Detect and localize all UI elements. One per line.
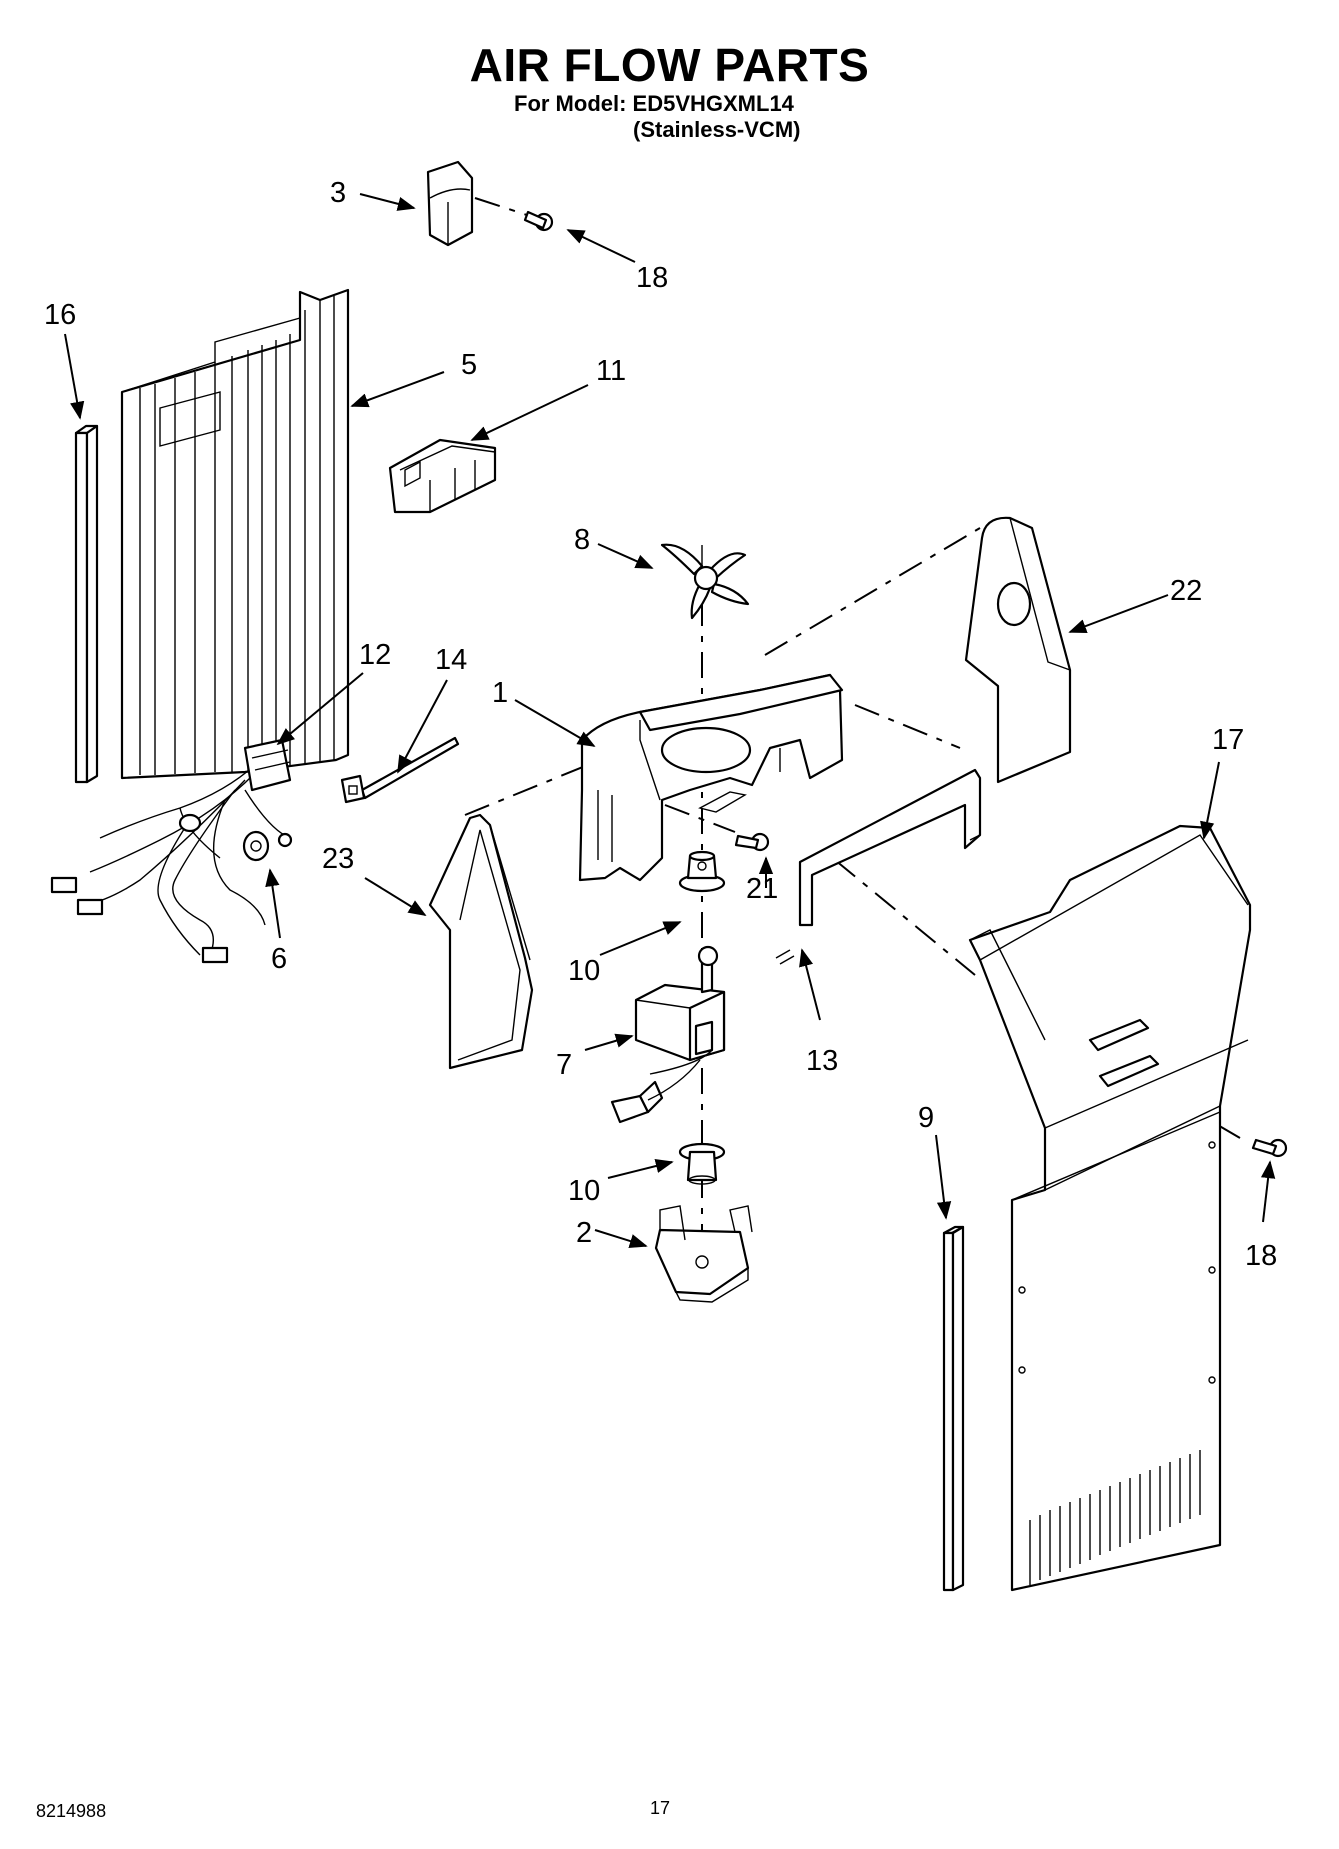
callout-22: 22 (1170, 575, 1202, 607)
callout-17: 17 (1212, 724, 1244, 756)
part-7-evaporator-fan-motor (610, 945, 726, 1124)
callout-3: 3 (330, 177, 346, 209)
callout-7: 7 (556, 1049, 572, 1081)
part-18-screw-top (523, 210, 554, 232)
part-13-mounting-bracket (775, 768, 982, 965)
callout-8: 8 (574, 524, 590, 556)
variant-line: (Stainless-VCM) (633, 117, 801, 142)
part-22-side-panel (964, 516, 1072, 784)
callout-11: 11 (596, 355, 626, 387)
part-10-grommet-top (678, 850, 726, 893)
callout-1: 1 (492, 677, 508, 709)
callout-6: 6 (271, 943, 287, 975)
part-17-evaporator-cover (968, 824, 1252, 1592)
part-1-fan-shroud (578, 673, 844, 882)
part-9-foam-seal (942, 1225, 965, 1592)
part-5-air-duct-cover (120, 288, 350, 780)
leader-arrows (64, 193, 1276, 1249)
part-3-air-diffuser (426, 160, 474, 247)
part-11-baffle (388, 438, 497, 514)
part-18-screw-right (1251, 1138, 1288, 1158)
callout-14: 14 (435, 644, 467, 676)
callout-16: 16 (44, 299, 76, 331)
panel-ribs (139, 296, 335, 775)
page-title: AIR FLOW PARTS (469, 39, 870, 91)
callout-10-top: 10 (568, 955, 600, 987)
callout-13: 13 (806, 1045, 838, 1077)
part-8-fan-blade (660, 543, 750, 620)
part-10-grommet-bottom (678, 1142, 726, 1185)
callout-23: 23 (322, 843, 354, 875)
part-2-motor-bracket (654, 1205, 753, 1303)
part-12-wire-harness (50, 738, 293, 964)
callout-labels: 3 18 16 5 11 8 22 12 14 1 17 23 21 6 10 … (44, 177, 1277, 1272)
callout-5: 5 (461, 349, 477, 381)
vent-slots (1029, 1450, 1201, 1585)
callout-9: 9 (918, 1102, 934, 1134)
callout-18-top: 18 (636, 262, 668, 294)
callout-21: 21 (746, 873, 778, 905)
part-23-side-panel (428, 813, 534, 1070)
model-line: For Model: ED5VHGXML14 (514, 91, 794, 116)
callout-2: 2 (576, 1217, 592, 1249)
callout-12: 12 (359, 639, 391, 671)
part-21-screw (734, 832, 770, 852)
part-16-foam-seal (74, 424, 99, 784)
page-number: 17 (650, 1798, 671, 1818)
document-number: 8214988 (36, 1801, 107, 1821)
callout-18-right: 18 (1245, 1240, 1277, 1272)
callout-10-bottom: 10 (568, 1175, 600, 1207)
